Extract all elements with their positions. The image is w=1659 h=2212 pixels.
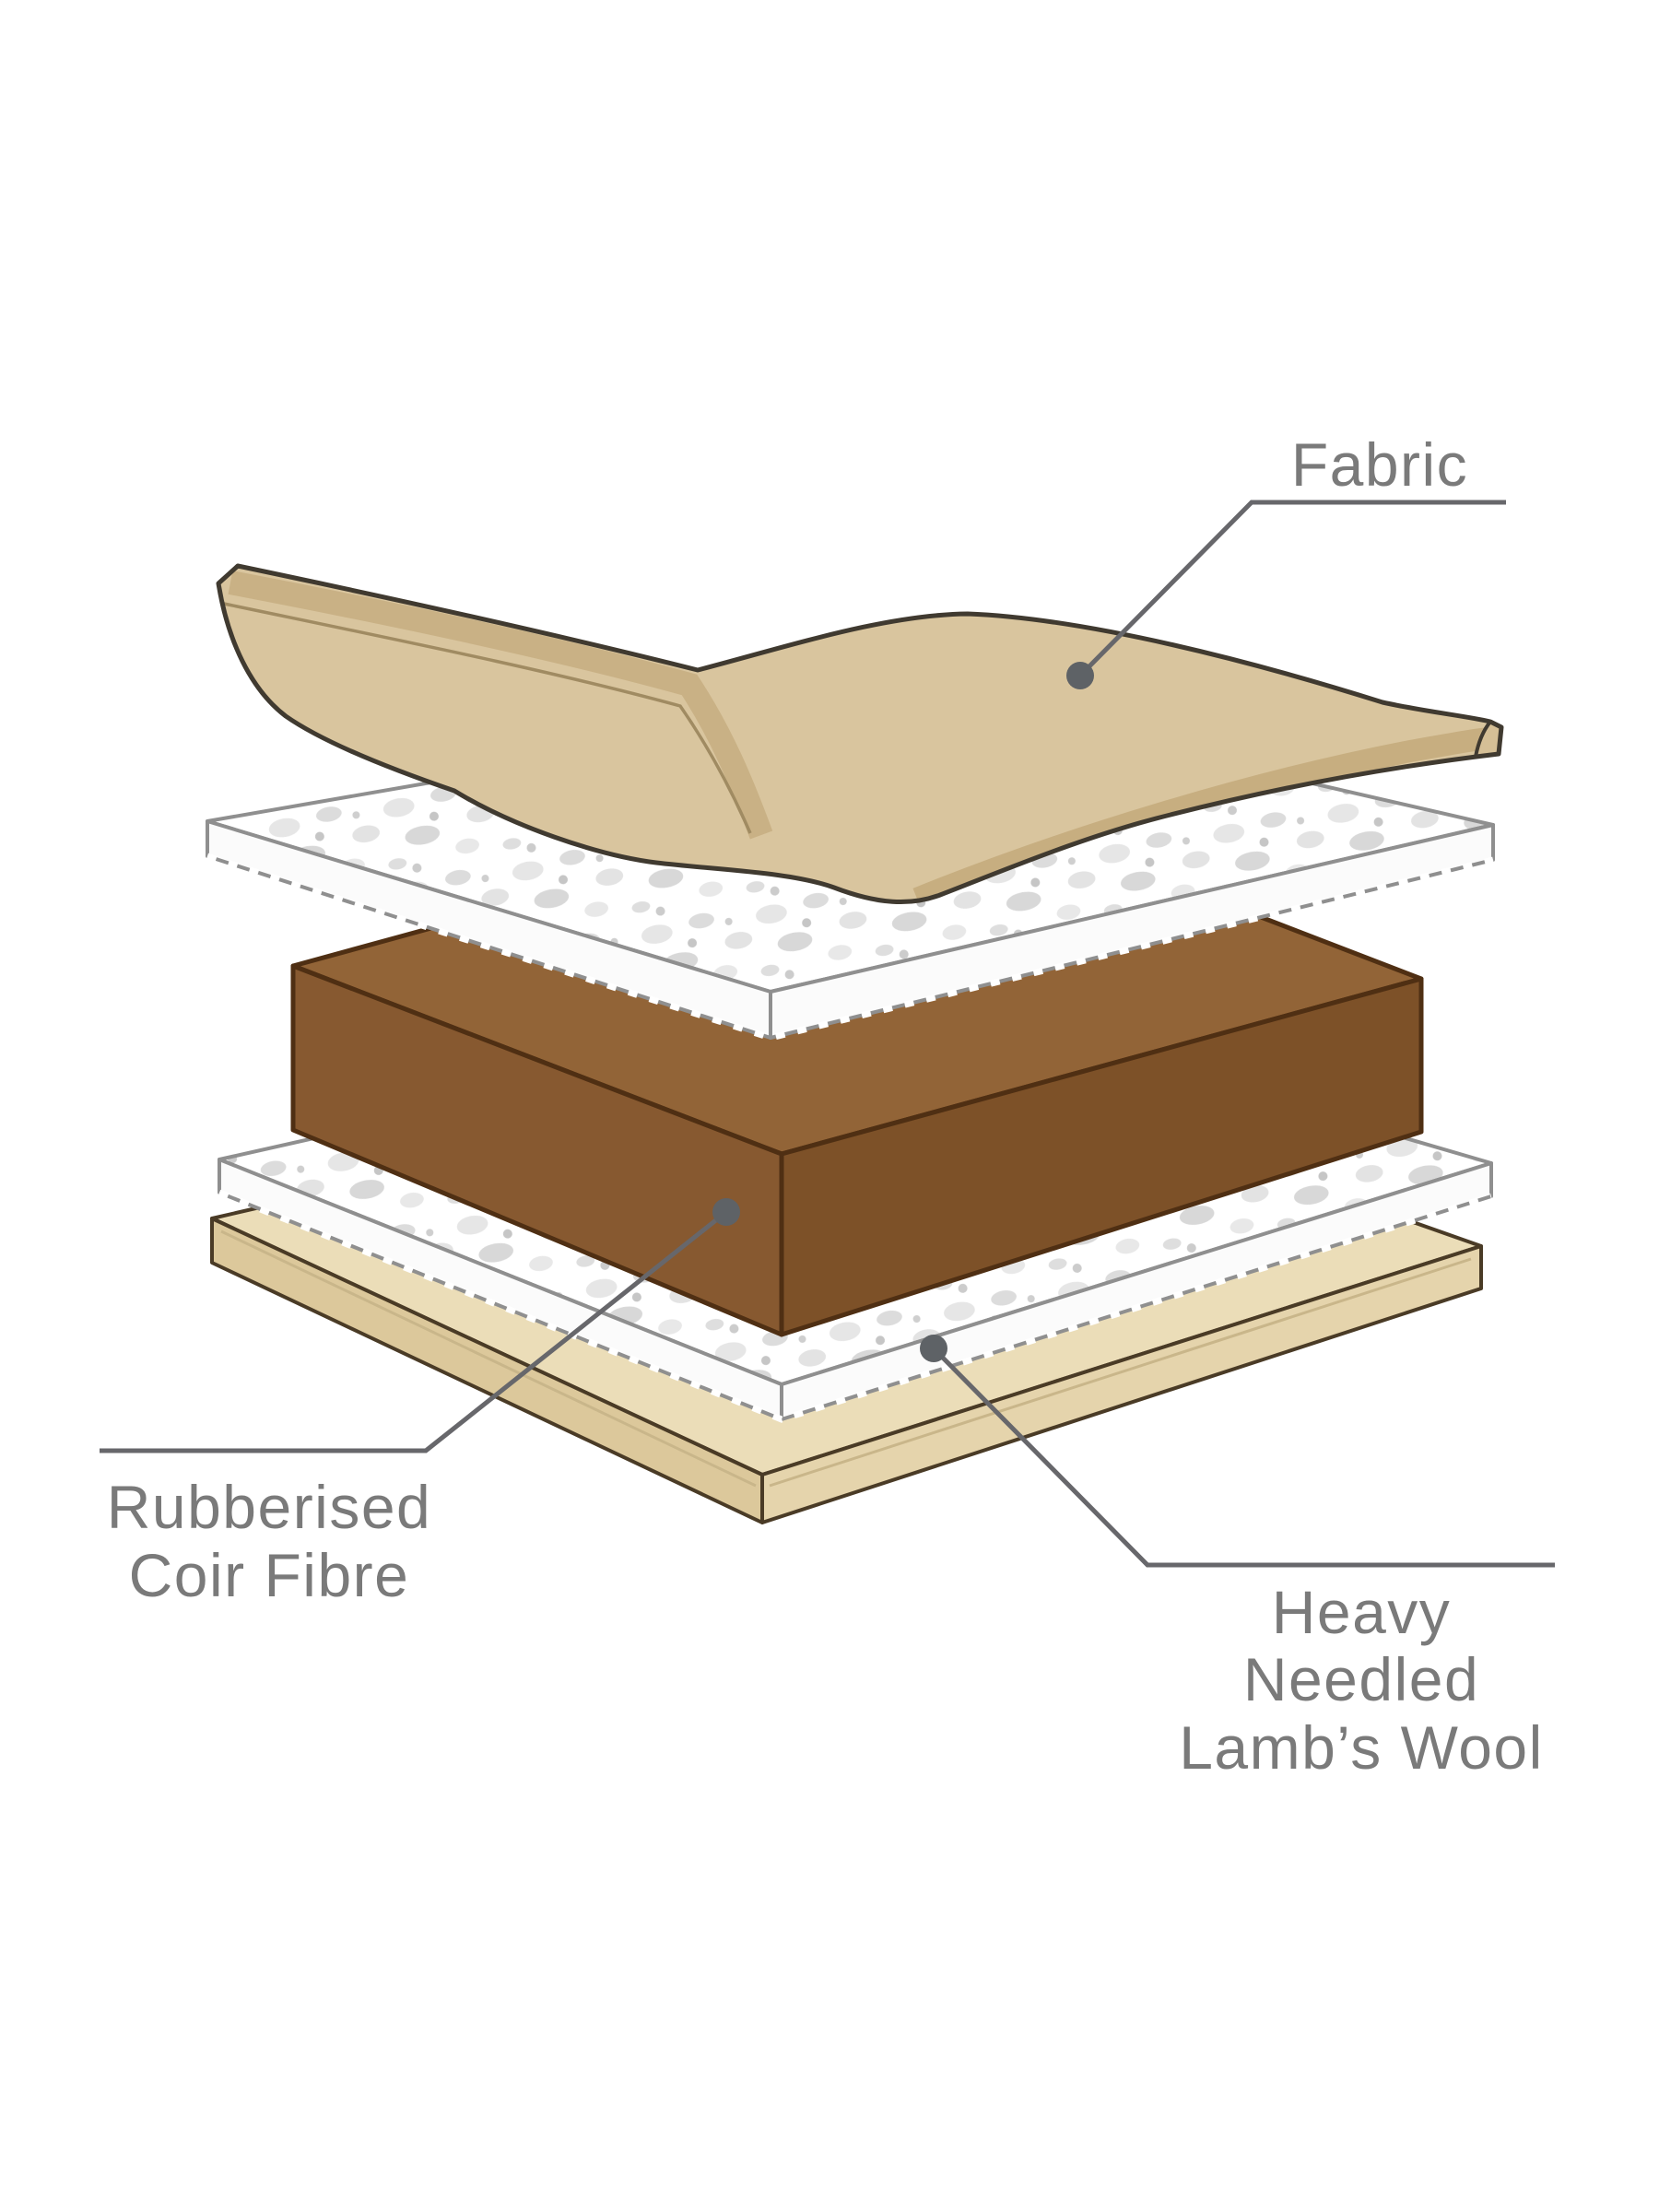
wool-label-line3: Lamb’s Wool (1179, 1713, 1544, 1782)
fabric-outline (216, 563, 1504, 904)
fabric-anchor-dot (1066, 662, 1094, 689)
fabric-curl-crease-line (223, 602, 752, 834)
fabric-label: Fabric (1291, 430, 1468, 499)
annotations (100, 500, 1555, 1568)
coir-label-line2: Coir Fibre (129, 1541, 410, 1609)
wool-label-line1: Heavy (1272, 1578, 1452, 1646)
lower-wool-stitch-edge (218, 1189, 1493, 1423)
coir-anchor-dot (712, 1198, 740, 1226)
coir-label-line1: Rubberised (107, 1473, 432, 1541)
fabric-underside-band (912, 726, 1500, 902)
fabric-sheet-layer (216, 563, 1504, 904)
fabric-curl-edge-band (228, 571, 773, 840)
coir-right-face (779, 976, 1424, 1337)
base-seam-line (220, 1230, 1472, 1488)
fabric-leader-line (1078, 500, 1506, 677)
wool-anchor-dot (920, 1335, 947, 1362)
wool-label-line2: Needled (1243, 1645, 1479, 1713)
wool-leader-line (932, 1347, 1555, 1568)
coir-leader-line (100, 1210, 728, 1453)
upper-wool-stitch-edge (206, 853, 1494, 1041)
